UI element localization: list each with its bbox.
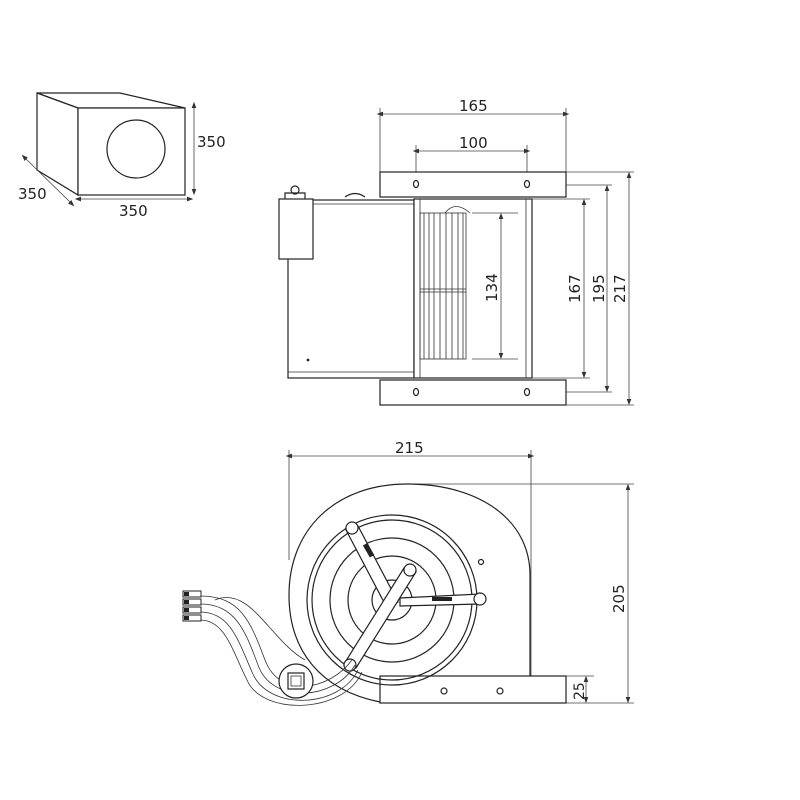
motor-top-bump — [344, 192, 366, 198]
housing-screw — [477, 558, 485, 566]
box-width-label: 350 — [119, 202, 148, 220]
box-depth-dim-line — [21, 154, 75, 207]
isometric-box: 350 350 350 — [18, 92, 226, 220]
arm-bolt — [343, 658, 357, 672]
arm-slot — [362, 542, 375, 558]
overall-height-label: 217 — [611, 274, 629, 303]
flange-height-label: 25 — [572, 682, 588, 700]
hole-spacing-label: 100 — [459, 134, 488, 152]
flange-bolt — [496, 687, 504, 695]
mount-hole — [412, 179, 420, 189]
side-view: 215 205 25 — [182, 439, 634, 706]
side-height-label: 205 — [610, 584, 628, 613]
bottom-bracket — [379, 379, 567, 406]
arm-bolt — [473, 592, 487, 606]
box-front-face — [77, 107, 186, 196]
capacitor-terminal-inner — [290, 675, 302, 687]
blade-height-label: 134 — [483, 273, 501, 302]
capacitor — [278, 198, 314, 260]
box-opening-circle — [106, 119, 166, 179]
scroll-housing — [288, 483, 531, 703]
motor-marker-dot — [306, 358, 310, 362]
arm-bolt — [403, 563, 417, 577]
box-side-face — [36, 92, 79, 197]
capacitor-end — [278, 663, 314, 699]
impeller-blades — [419, 206, 471, 360]
impeller-frame — [413, 198, 533, 379]
arm-slot — [432, 597, 452, 601]
bottom-flange — [379, 675, 567, 704]
capacitor-cap — [284, 192, 306, 199]
capacitor-terminal — [290, 185, 300, 195]
flange-bolt — [440, 687, 448, 695]
top-view: 165 100 — [278, 97, 634, 406]
box-height-label: 350 — [197, 133, 226, 151]
mount-hole — [523, 387, 531, 397]
inner-height-label: 167 — [566, 274, 584, 303]
mount-hole — [412, 387, 420, 397]
wire-connectors — [182, 590, 202, 622]
bracket-width-label: 165 — [459, 97, 488, 115]
top-bracket — [379, 171, 567, 198]
arm-bolt — [345, 521, 359, 535]
box-depth-label: 350 — [18, 185, 47, 203]
overall-width-label: 215 — [395, 439, 424, 457]
frame-height-label: 195 — [590, 274, 608, 303]
wire-harness — [199, 595, 363, 706]
capacitor-terminal-block — [287, 672, 305, 690]
mount-hole — [523, 179, 531, 189]
